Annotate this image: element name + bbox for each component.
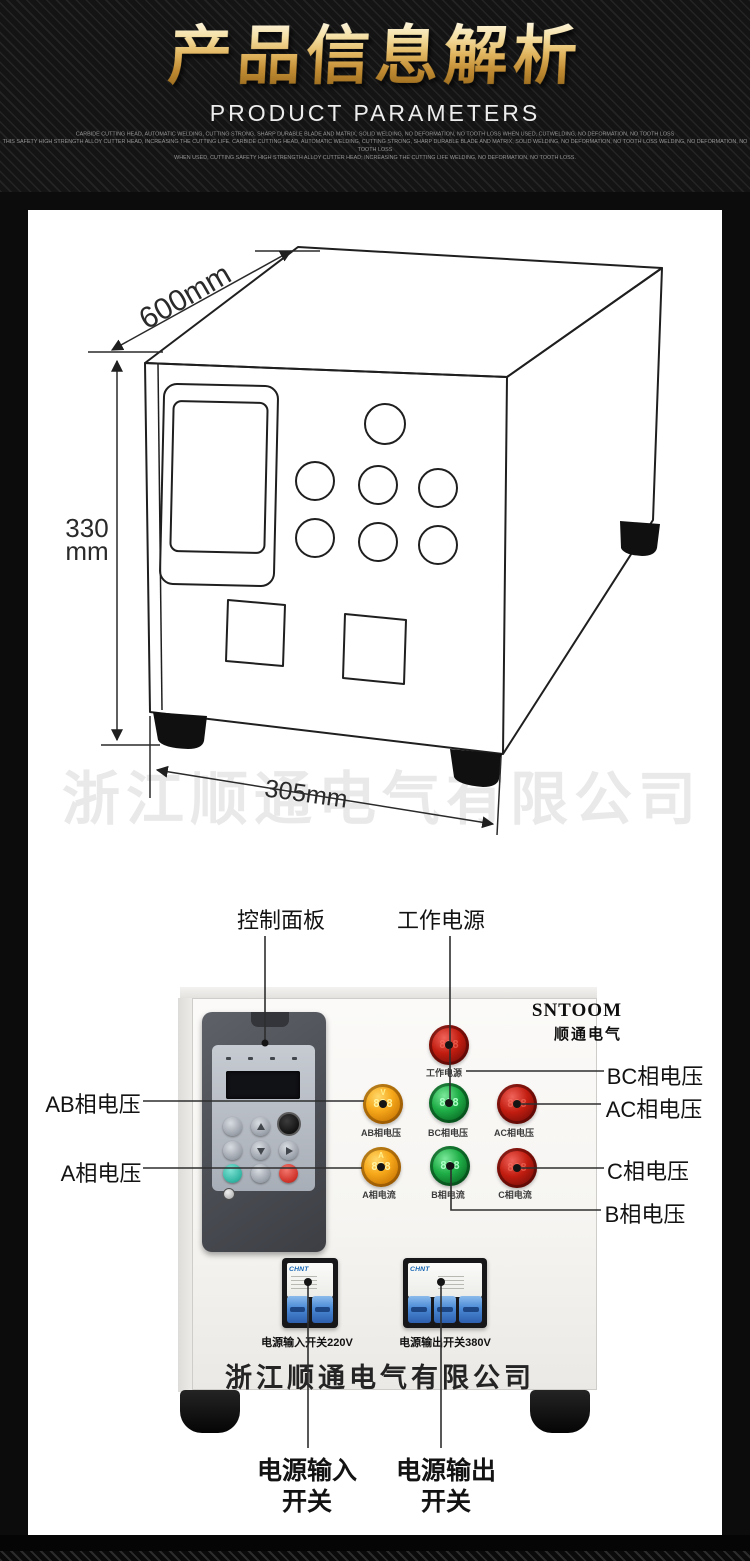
- callout-ac-voltage: AC相电压: [605, 1097, 703, 1122]
- controller-knob[interactable]: [277, 1112, 301, 1136]
- light-label-c: C相电流: [498, 1190, 532, 1200]
- status-led: [226, 1057, 231, 1060]
- light-label-ab: AB相电压: [361, 1128, 401, 1138]
- brand-logo-en: SNTOOM: [531, 1000, 622, 1021]
- callout-input-switch-line1: 电源输入: [256, 1457, 358, 1485]
- bottom-stripes-texture: [0, 1551, 750, 1561]
- down-arrow-button[interactable]: [251, 1141, 270, 1160]
- fine-print-line: THIS SAFETY HIGH STRENGTH ALLOY CUTTER H…: [2, 138, 748, 153]
- breaker-handle[interactable]: [433, 1296, 457, 1323]
- right-arrow-button[interactable]: [279, 1141, 298, 1160]
- breaker-face: CHNT: [287, 1263, 333, 1297]
- controller-face: [212, 1045, 315, 1191]
- up-arrow-button[interactable]: [251, 1117, 270, 1136]
- light-label-a: A相电流: [362, 1190, 396, 1200]
- callout-b-voltage: B相电压: [604, 1202, 686, 1227]
- controller-notch: [251, 1012, 289, 1027]
- run-button[interactable]: [223, 1164, 242, 1183]
- header-banner: 产品信息解析 PRODUCT PARAMETERS CARBIDE CUTTIN…: [0, 0, 750, 192]
- callout-anchor-dot: [446, 1162, 454, 1170]
- brand-logo-cn: 顺通电气: [553, 1026, 622, 1043]
- light-label-working-power: 工作电源: [425, 1068, 463, 1078]
- controller-display: [226, 1071, 300, 1099]
- breaker-handle[interactable]: [311, 1296, 333, 1323]
- machine-side-face: [178, 998, 193, 1392]
- callout-anchor-dot: [445, 1041, 453, 1049]
- up-arrow-icon: [257, 1123, 265, 1130]
- breaker-handle[interactable]: [408, 1296, 431, 1323]
- indicator-light-ab-voltage: V 838: [363, 1084, 403, 1124]
- machine-foot: [530, 1390, 590, 1433]
- right-arrow-icon: [286, 1147, 293, 1155]
- callout-output-switch-line1: 电源输出: [395, 1457, 497, 1485]
- callout-a-voltage: A相电压: [60, 1161, 142, 1186]
- callout-anchor-dot: [377, 1163, 385, 1171]
- output-breaker-label: 电源输出开关380V: [399, 1337, 491, 1349]
- screw-icon: [223, 1188, 235, 1200]
- machine-foot: [180, 1390, 240, 1433]
- company-name: 浙江顺通电气有限公司: [225, 1363, 535, 1393]
- header-fine-print: CARBIDE CUTTING HEAD, AUTOMATIC WELDING,…: [0, 130, 750, 161]
- callout-control-panel: 控制面板: [236, 908, 326, 933]
- breaker-face: CHNT: [408, 1263, 482, 1297]
- stop-button[interactable]: [279, 1164, 298, 1183]
- controller-button[interactable]: [223, 1141, 242, 1160]
- light-label-ac: AC相电压: [494, 1128, 534, 1138]
- callout-bc-voltage: BC相电压: [606, 1064, 704, 1089]
- brand-logo: SNTOOM 顺通电气: [532, 1000, 622, 1044]
- status-led: [270, 1057, 275, 1060]
- light-label-b: B相电流: [431, 1190, 465, 1200]
- control-panel-unit: [202, 1012, 326, 1252]
- output-breaker: CHNT: [403, 1258, 487, 1328]
- callout-c-voltage: C相电压: [607, 1159, 689, 1184]
- breaker-handle[interactable]: [459, 1296, 483, 1323]
- input-breaker-label: 电源输入开关220V: [261, 1337, 353, 1349]
- callout-output-switch-line2: 开关: [420, 1488, 472, 1516]
- indicator-light-a-current: A 878: [361, 1147, 401, 1187]
- breaker-handles: [408, 1296, 483, 1323]
- fine-print-line: CARBIDE CUTTING HEAD, AUTOMATIC WELDING,…: [75, 130, 675, 137]
- indicator-light-b-current: 808: [430, 1146, 470, 1186]
- indicator-light-working-power: 888: [429, 1025, 469, 1065]
- light-unit: A: [378, 1151, 384, 1160]
- light-unit: V: [380, 1088, 386, 1097]
- watermark-text: 浙江顺通电气有限公司: [62, 767, 703, 832]
- indicator-light-ac-voltage: 888: [497, 1084, 537, 1124]
- bottom-bar: [0, 1535, 750, 1561]
- breaker-spec-text: [438, 1276, 464, 1290]
- breaker-spec-text: [291, 1276, 317, 1290]
- callout-input-switch-line2: 开关: [281, 1488, 333, 1516]
- callout-output-switch: 电源输出 开关: [396, 1456, 496, 1518]
- controller-button[interactable]: [251, 1164, 270, 1183]
- breaker-handles: [287, 1296, 333, 1323]
- indicator-light-bc-voltage: 808: [429, 1083, 469, 1123]
- callout-ab-voltage: AB相电压: [45, 1092, 141, 1117]
- callout-anchor-dot: [513, 1164, 521, 1172]
- chnt-logo: CHNT: [289, 1265, 309, 1273]
- breaker-handle[interactable]: [287, 1296, 309, 1323]
- callout-anchor-dot: [379, 1100, 387, 1108]
- callout-anchor-dot: [445, 1099, 453, 1107]
- callout-input-switch: 电源输入 开关: [257, 1456, 357, 1518]
- page-title: 产品信息解析: [0, 20, 750, 92]
- input-breaker: CHNT: [282, 1258, 338, 1328]
- status-led: [248, 1057, 253, 1060]
- status-led: [292, 1057, 297, 1060]
- callout-anchor-dot: [513, 1100, 521, 1108]
- callout-working-power: 工作电源: [396, 908, 486, 933]
- fine-print-line: WHEN USED, CUTTING SAFETY HIGH STRENGTH …: [174, 154, 576, 160]
- light-label-bc: BC相电压: [428, 1128, 468, 1138]
- page-subtitle: PRODUCT PARAMETERS: [209, 100, 541, 126]
- indicator-light-c-current: 888: [497, 1148, 537, 1188]
- down-arrow-icon: [257, 1148, 265, 1155]
- chnt-logo: CHNT: [410, 1265, 430, 1273]
- controller-button[interactable]: [223, 1117, 242, 1136]
